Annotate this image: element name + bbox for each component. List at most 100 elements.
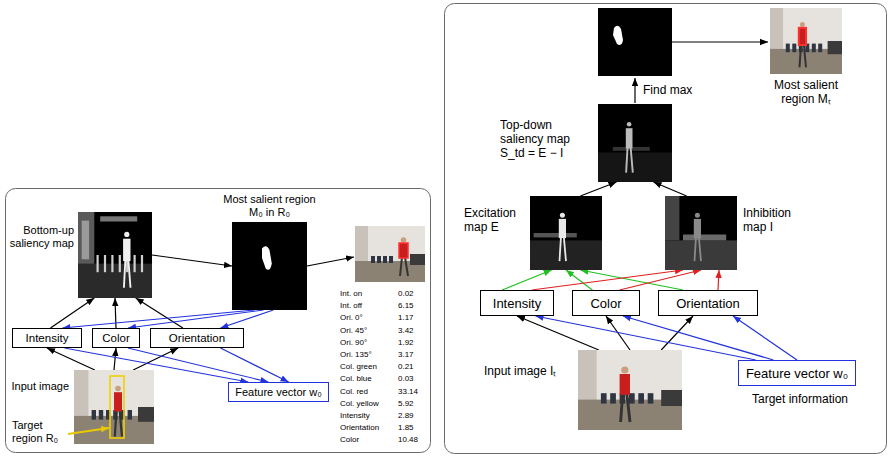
image-caption: Most salient region Mₜ (756, 78, 856, 106)
caption-text: Most salient region M₀ in R₀ (218, 193, 321, 219)
table-cell: 0.02 (398, 289, 414, 298)
table-cell: Int. off (340, 301, 362, 310)
box-label: Orientation (676, 296, 740, 311)
flow-arrow (580, 182, 616, 196)
flow-arrow (221, 310, 274, 328)
image-panel: Excitation map E (530, 196, 602, 270)
image-caption: Inhibition map I (743, 206, 803, 234)
image-caption: Input image (12, 380, 69, 393)
table-cell: Ori. 90° (340, 338, 367, 347)
flow-arrow (128, 310, 264, 328)
find-max-arrow (634, 78, 635, 103)
note-label: Find max (643, 83, 692, 97)
flow-arrow (51, 298, 95, 328)
right-panel (445, 4, 887, 454)
table-cell: 3.17 (398, 350, 414, 359)
image-illustration (770, 8, 842, 74)
table-cell: 10.48 (398, 435, 418, 444)
box-label: Color (590, 296, 621, 311)
flow-arrow (733, 316, 797, 360)
table-cell: Col. blue (340, 374, 372, 383)
caption-text: Inhibition map I (743, 206, 803, 234)
flow-arrow (62, 310, 254, 328)
table-cell: Ori. 135° (340, 350, 372, 359)
image-panel: Input image (74, 370, 154, 444)
table-cell: 5.92 (398, 399, 414, 408)
image-panel: Inhibition map I (665, 196, 737, 270)
table-cell: 3.42 (398, 326, 414, 335)
image-panel: Most salient region M₀ in R₀ (232, 222, 307, 310)
table-cell: 0.21 (398, 362, 414, 371)
caption-text: Input image (12, 380, 69, 393)
feature-box: Orientation (150, 328, 244, 348)
feature-box: Color (572, 290, 640, 316)
image-illustration (578, 350, 682, 430)
image-caption: Input image Iₜ (484, 364, 570, 378)
feature-box: Orientation (658, 290, 758, 316)
table-cell: 6.15 (398, 301, 414, 310)
box-label: Orientation (169, 332, 225, 344)
image-caption: Most salient region M₀ in R₀ (218, 193, 321, 219)
table-cell: 0.03 (398, 374, 414, 383)
box-label: Color (102, 332, 129, 344)
table-cell: Col. green (340, 362, 377, 371)
flow-arrow (566, 270, 592, 290)
left-panel (6, 189, 431, 453)
image-panel: Top-down saliency mapS_td = E − I (598, 104, 672, 182)
feature-box: Intensity (12, 328, 82, 348)
table-cell: Col. red (340, 387, 368, 396)
caption-text: Input image Iₜ (484, 364, 570, 378)
image-illustration (232, 222, 307, 310)
table-cell: Col. yellow (340, 399, 379, 408)
caption-text: Bottom-up saliency map (8, 224, 74, 250)
flow-arrow (718, 270, 719, 290)
flow-arrow (502, 270, 551, 290)
box-label: Intensity (493, 296, 541, 311)
image-illustration (665, 196, 737, 270)
image-panel: Bottom-up saliency map (78, 212, 152, 298)
output-image (355, 226, 425, 282)
feature-box: Feature vector w₀ (228, 382, 329, 402)
table-cell: Ori. 0° (340, 313, 363, 322)
feature-box: Color (92, 328, 140, 348)
result-arrow (672, 41, 768, 42)
table-cell: Ori. 45° (340, 326, 367, 335)
image-illustration (78, 212, 152, 298)
table-cell: Color (340, 435, 359, 444)
table-cell: Orientation (340, 423, 379, 432)
table-cell: Intensity (340, 411, 370, 420)
table-cell: 1.17 (398, 313, 414, 322)
image-caption: Top-down saliency mapS_td = E − I (500, 118, 592, 160)
box-label: Feature vector w₀ (746, 366, 848, 381)
flow-arrow (152, 255, 232, 266)
image-illustration (598, 104, 672, 182)
feature-box: Feature vector w₀ (738, 360, 856, 386)
image-caption: Bottom-up saliency map (8, 224, 74, 250)
output-arrow (307, 257, 354, 266)
image-illustration (74, 370, 154, 444)
flow-arrow (47, 348, 95, 370)
table-cell: 1.92 (398, 338, 414, 347)
table-cell: 2.89 (398, 411, 414, 420)
flow-arrow (654, 182, 687, 196)
caption-text: S_td = E − I (500, 146, 592, 160)
image-caption: Excitation map E (464, 206, 524, 234)
flow-arrow (620, 270, 701, 290)
caption-text: Top-down saliency map (500, 118, 592, 146)
image-panel: Most salient region Mₜ (770, 8, 842, 74)
flow-arrow (517, 316, 599, 350)
feature-box: Intensity (480, 290, 554, 316)
image-illustration (530, 196, 602, 270)
box-label: Intensity (26, 332, 69, 344)
note-label: Target region R₀ (12, 419, 70, 445)
table-cell: 1.85 (398, 423, 414, 432)
max-map (598, 8, 672, 76)
box-label: Feature vector w₀ (235, 386, 322, 398)
flow-arrow (221, 348, 289, 382)
note-label: Target information (752, 392, 848, 406)
flow-arrow (114, 348, 116, 370)
caption-text: Excitation map E (464, 206, 524, 234)
caption-text: Most salient region Mₜ (756, 78, 856, 106)
table-cell: 33.14 (398, 387, 418, 396)
